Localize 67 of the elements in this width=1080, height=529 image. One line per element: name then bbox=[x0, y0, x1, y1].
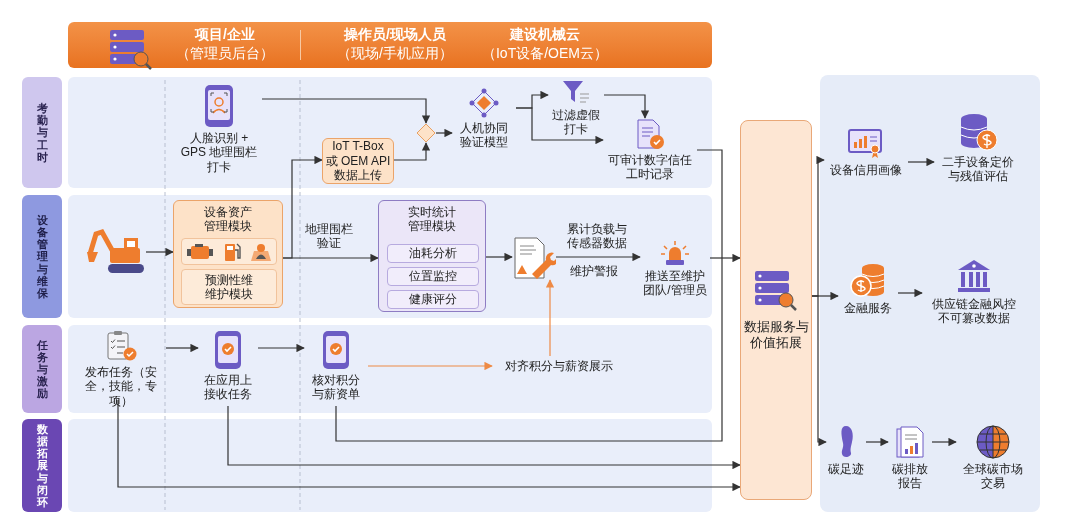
box-text: 数据服务与价值拓展 bbox=[742, 319, 810, 351]
lane-title: 数据拓展与闭环 bbox=[36, 423, 48, 508]
step-label: 二手设备定价与残值评估 bbox=[941, 155, 1015, 184]
module-item bbox=[387, 267, 479, 286]
step-label: 发布任务（安全，技能，专项） bbox=[84, 365, 158, 409]
step-label: 人脸识别 + GPS 地理围栏打卡 bbox=[179, 131, 259, 175]
box-text: IoT T-Box 或 OEM API 数据上传 bbox=[325, 139, 391, 183]
edge-label: 累计负载与传感器数据 bbox=[566, 222, 628, 251]
module-title: 设备资产管理模块 bbox=[203, 205, 253, 234]
step-label: 在应用上接收任务 bbox=[203, 373, 253, 402]
arrow bbox=[515, 107, 604, 145]
arrow bbox=[485, 252, 513, 262]
arrow bbox=[165, 343, 199, 353]
arrow bbox=[865, 437, 889, 447]
step-label: 设备信用画像 bbox=[829, 163, 903, 178]
step-label: 过滤虚假打卡 bbox=[551, 108, 601, 137]
step-label: 金融服务 bbox=[843, 301, 893, 316]
arrow bbox=[931, 437, 957, 447]
arrow bbox=[435, 128, 453, 138]
item-text: 预测性维维护模块 bbox=[204, 272, 254, 302]
step-label: 人机协同验证模型 bbox=[459, 121, 509, 150]
arrow bbox=[117, 399, 741, 492]
step-label: 核对积分与薪资单 bbox=[311, 373, 361, 402]
column-subheading: （管理员后台） bbox=[175, 45, 275, 62]
arrow bbox=[811, 295, 827, 447]
step-label: 碳足迹 bbox=[827, 462, 865, 477]
lane-title: 任务与激励 bbox=[36, 338, 48, 400]
edge-label: 地理围栏验证 bbox=[304, 222, 354, 251]
module-box bbox=[173, 200, 283, 308]
item-text: 油耗分析 bbox=[408, 246, 458, 261]
arrow bbox=[145, 247, 174, 257]
step-label: 供应链金融风控不可篡改数据 bbox=[931, 297, 1017, 326]
arrow bbox=[709, 253, 741, 263]
step-label: 碳排放报告 bbox=[891, 462, 929, 491]
output-text: 对齐积分与薪资展示 bbox=[504, 358, 614, 374]
arrow bbox=[897, 288, 923, 298]
arrow bbox=[907, 157, 935, 167]
arrow bbox=[393, 142, 431, 161]
column-heading: 建设机械云 bbox=[508, 26, 581, 43]
arrow bbox=[603, 94, 650, 119]
item-text: 位置监控 bbox=[408, 269, 458, 284]
header-bar bbox=[68, 22, 712, 68]
step-label: 推送至维护团队/管理员 bbox=[642, 269, 708, 298]
module-item bbox=[387, 244, 479, 263]
column-heading: 项目/企业 bbox=[193, 26, 256, 43]
connector-line bbox=[335, 149, 723, 442]
column-heading: 操作员/现场人员 bbox=[343, 26, 447, 43]
item-text: 健康评分 bbox=[408, 292, 458, 307]
lane-title: 设备管理与维保 bbox=[36, 214, 48, 299]
lane-tab bbox=[22, 419, 62, 512]
module-item bbox=[387, 290, 479, 309]
note-label: 维护警报 bbox=[569, 264, 619, 279]
arrow bbox=[227, 405, 741, 470]
arrow bbox=[545, 279, 555, 357]
arrow bbox=[367, 361, 493, 371]
module-title: 实时统计管理模块 bbox=[407, 205, 457, 234]
arrow bbox=[261, 98, 431, 124]
service-column-box bbox=[740, 120, 812, 500]
step-label: 可审计数字信任工时记录 bbox=[607, 153, 693, 182]
module-box bbox=[378, 200, 486, 312]
column-subheading: （IoT设备/OEM云） bbox=[481, 45, 609, 62]
column-subheading: （现场/手机应用） bbox=[336, 45, 454, 62]
lane-title: 考勤与工时 bbox=[36, 102, 48, 163]
arrow bbox=[282, 253, 379, 263]
step-label: 全球碳市场交易 bbox=[962, 462, 1024, 491]
arrow bbox=[257, 343, 305, 353]
module-item bbox=[181, 269, 277, 305]
